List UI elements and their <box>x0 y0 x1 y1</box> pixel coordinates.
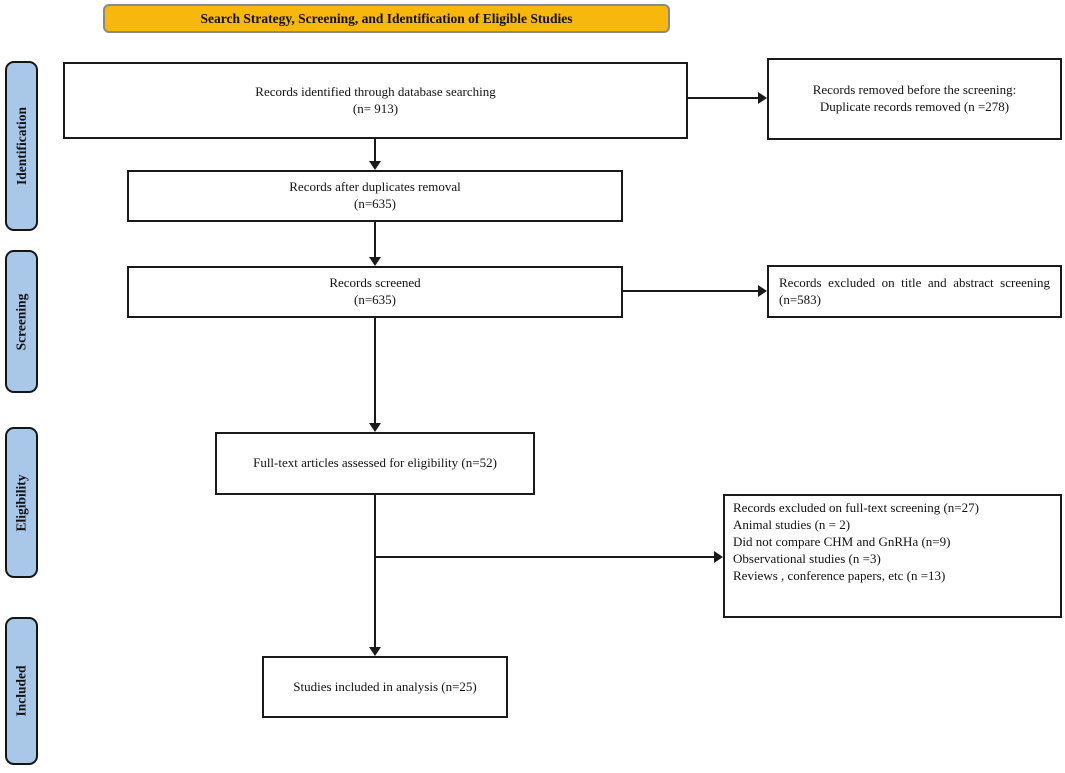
box-records-screened: Records screened (n=635) <box>127 266 623 318</box>
box-records-identified-line1: Records identified through database sear… <box>255 83 496 99</box>
excluded-fulltext-line: Animal studies (n = 2) <box>733 516 851 532</box>
box-after-duplicates-line1: Records after duplicates removal <box>289 179 461 195</box>
box-excluded-title-abstract: Records excluded on title and abstract s… <box>767 265 1062 318</box>
stage-eligibility: Eligibility <box>5 427 38 578</box>
arrow-screened-to-excluded-line <box>623 290 758 292</box>
arrow-identified-to-removed-head <box>758 92 767 104</box>
box-records-after-duplicates: Records after duplicates removal (n=635) <box>127 170 623 222</box>
arrow-identified-to-removed-line <box>688 97 758 99</box>
stage-eligibility-label: Eligibility <box>13 473 29 532</box>
box-records-identified: Records identified through database sear… <box>63 62 688 139</box>
box-removed-line1: Records removed before the screening: <box>812 82 1017 98</box>
stage-screening-label: Screening <box>13 293 29 350</box>
stage-identification: Identification <box>5 61 38 231</box>
arrow-fulltext-to-included-head <box>369 647 381 656</box>
arrow-duplicates-to-screened-line <box>374 222 376 258</box>
box-screened-line1: Records screened <box>329 275 421 291</box>
stage-included-label: Included <box>13 665 29 717</box>
box-included-analysis: Studies included in analysis (n=25) <box>262 656 508 718</box>
box-excluded-title-abstract-text: Records excluded on title and abstract s… <box>779 274 1050 307</box>
arrow-screened-to-excluded-head <box>758 285 767 297</box>
box-fulltext-assessed: Full-text articles assessed for eligibil… <box>215 432 535 495</box>
diagram-title: Search Strategy, Screening, and Identifi… <box>103 4 670 33</box>
box-fulltext-assessed-text: Full-text articles assessed for eligibil… <box>253 455 497 471</box>
box-excluded-fulltext: Records excluded on full-text screening … <box>723 494 1062 618</box>
box-records-identified-line2: (n= 913) <box>352 100 399 116</box>
arrow-duplicates-to-screened-head <box>369 257 381 266</box>
box-after-duplicates-line2: (n=635) <box>354 196 396 211</box>
box-included-analysis-text: Studies included in analysis (n=25) <box>293 678 477 694</box>
excluded-fulltext-line: Observational studies (n =3) <box>733 550 881 566</box>
arrow-identified-to-duplicates-line <box>374 139 376 163</box>
stage-identification-label: Identification <box>13 106 29 186</box>
stage-screening: Screening <box>5 250 38 393</box>
box-records-removed-before-screening: Records removed before the screening: Du… <box>767 58 1062 140</box>
arrow-branch-to-excluded-fulltext-line <box>375 556 715 558</box>
excluded-fulltext-line: Reviews , conference papers, etc (n =13) <box>733 567 946 583</box>
excluded-fulltext-line: Records excluded on full-text screening … <box>733 500 979 515</box>
arrow-fulltext-to-included-line <box>374 495 376 648</box>
excluded-fulltext-line: Did not compare CHM and GnRHa (n=9) <box>733 533 951 549</box>
arrow-identified-to-duplicates-head <box>369 161 381 170</box>
box-screened-line2: (n=635) <box>354 292 396 307</box>
box-removed-line2: Duplicate records removed (n =278) <box>819 99 1010 114</box>
arrow-screened-to-fulltext-head <box>369 423 381 432</box>
arrow-screened-to-fulltext-line <box>374 318 376 424</box>
stage-included: Included <box>5 617 38 765</box>
arrow-branch-to-excluded-fulltext-head <box>714 551 723 563</box>
